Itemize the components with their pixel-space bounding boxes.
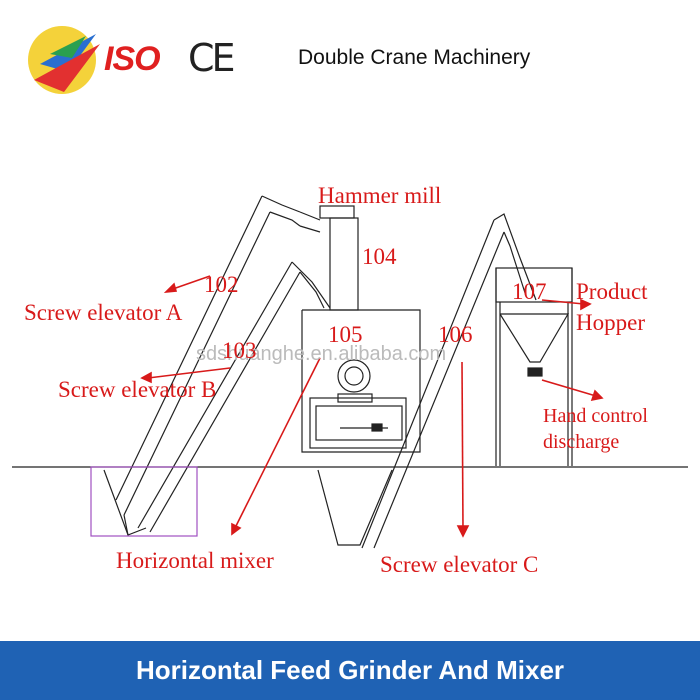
footer-banner: Horizontal Feed Grinder And Mixer: [0, 641, 700, 700]
label-hopper: Hopper: [576, 310, 645, 335]
label-hand-control: Hand control: [543, 405, 648, 427]
label-105: 105: [328, 322, 363, 347]
label-discharge: discharge: [543, 431, 619, 453]
arrow-c: [461, 361, 464, 531]
crane-logo: [28, 26, 100, 94]
label-horizontal-mixer: Horizontal mixer: [116, 548, 274, 573]
label-product: Product: [576, 279, 648, 304]
screw-elevator-c: [361, 213, 537, 549]
label-103: 103: [222, 338, 257, 363]
label-screw-elevator-a: Screw elevator A: [24, 300, 183, 325]
label-hammer-mill: Hammer mill: [318, 183, 441, 208]
label-106: 106: [438, 322, 473, 347]
arrow-102: [169, 275, 211, 291]
header: ISO CE Double Crane Machinery: [0, 0, 700, 118]
brand-name: Double Crane Machinery: [298, 46, 531, 69]
screw-elevator-b: [137, 261, 331, 533]
hammer-mill: [319, 205, 359, 311]
watermark: sdshuanghe.en.alibaba.com: [196, 343, 446, 365]
iso-mark: ISO: [104, 40, 161, 78]
ce-mark: CE: [188, 36, 236, 80]
product-hopper: [495, 267, 573, 466]
screw-elevator-a: [115, 195, 321, 516]
arrow-107: [541, 299, 585, 305]
arrow-mixer: [233, 357, 321, 531]
label-screw-elevator-b: Screw elevator B: [58, 377, 216, 402]
arrow-b: [147, 367, 231, 379]
feed-pit: [90, 466, 198, 537]
machine-diagram: sdshuanghe.en.alibaba.com Hammer mill 10…: [12, 183, 688, 577]
label-102: 102: [204, 272, 239, 297]
label-104: 104: [362, 244, 397, 269]
arrow-hand: [541, 379, 597, 397]
label-107: 107: [512, 279, 547, 304]
horizontal-mixer: [301, 309, 421, 546]
label-screw-elevator-c: Screw elevator C: [380, 552, 538, 577]
